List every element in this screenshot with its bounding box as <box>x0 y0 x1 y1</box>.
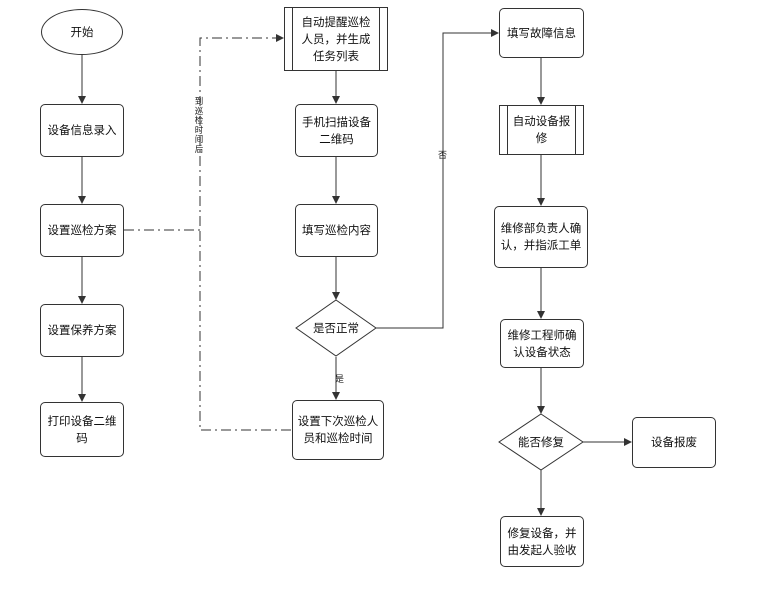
print-qr-node: 打印设备二维码 <box>40 402 124 457</box>
edge-setnext-loop-dashed <box>199 230 291 431</box>
fill-inspection-label: 填写巡检内容 <box>302 223 371 237</box>
set-inspection-plan-label: 设置巡检方案 <box>47 223 117 237</box>
decision-is-normal-shape <box>295 299 377 357</box>
auto-remind-label: 自动提醒巡检人员，并生成任务列表 <box>301 14 371 63</box>
is-normal-decision: 是否正常 <box>296 318 376 338</box>
fill-fault-label: 填写故障信息 <box>507 25 576 40</box>
start-label: 开始 <box>70 24 94 39</box>
is-normal-label: 是否正常 <box>313 321 359 335</box>
repair-dept-confirm-label: 维修部负责人确认，并指派工单 <box>500 221 582 252</box>
edge-label-due-time: 到巡检时间后 <box>194 97 204 155</box>
repair-accept-label: 修复设备，并由发起人验收 <box>507 525 577 557</box>
set-next-node: 设置下次巡检人员和巡检时间 <box>292 400 384 460</box>
edge-label-no: 否 <box>438 151 448 161</box>
repair-dept-confirm-node: 维修部负责人确认，并指派工单 <box>494 206 588 268</box>
edge-label-yes: 是 <box>335 375 345 385</box>
auto-report-node: 自动设备报修 <box>499 105 584 155</box>
scrap-node: 设备报废 <box>632 417 716 468</box>
auto-remind-node: 自动提醒巡检人员，并生成任务列表 <box>284 7 388 71</box>
auto-report-label: 自动设备报修 <box>512 114 571 145</box>
can-repair-label: 能否修复 <box>518 435 564 449</box>
start-node: 开始 <box>41 9 123 55</box>
scrap-label: 设备报废 <box>651 435 697 449</box>
fill-inspection-node: 填写巡检内容 <box>295 204 378 257</box>
engineer-confirm-node: 维修工程师确认设备状态 <box>500 319 584 368</box>
print-qr-label: 打印设备二维码 <box>47 413 117 445</box>
device-info-entry-node: 设备信息录入 <box>40 104 124 157</box>
edge-decision-no <box>376 29 499 329</box>
set-inspection-plan-node: 设置巡检方案 <box>40 204 124 257</box>
scan-qr-label: 手机扫描设备二维码 <box>302 114 371 146</box>
set-maintenance-plan-node: 设置保养方案 <box>40 304 124 357</box>
can-repair-decision: 能否修复 <box>499 432 583 452</box>
engineer-confirm-label: 维修工程师确认设备状态 <box>507 327 577 359</box>
edge-plan-to-reminder-dashed <box>124 34 284 231</box>
fill-fault-node: 填写故障信息 <box>499 8 584 58</box>
set-next-label: 设置下次巡检人员和巡检时间 <box>297 414 379 445</box>
repair-accept-node: 修复设备，并由发起人验收 <box>500 516 584 567</box>
device-info-entry-label: 设备信息录入 <box>47 123 117 137</box>
decision-can-repair-shape <box>498 413 584 471</box>
set-maintenance-plan-label: 设置保养方案 <box>47 323 117 337</box>
scan-qr-node: 手机扫描设备二维码 <box>295 104 378 157</box>
